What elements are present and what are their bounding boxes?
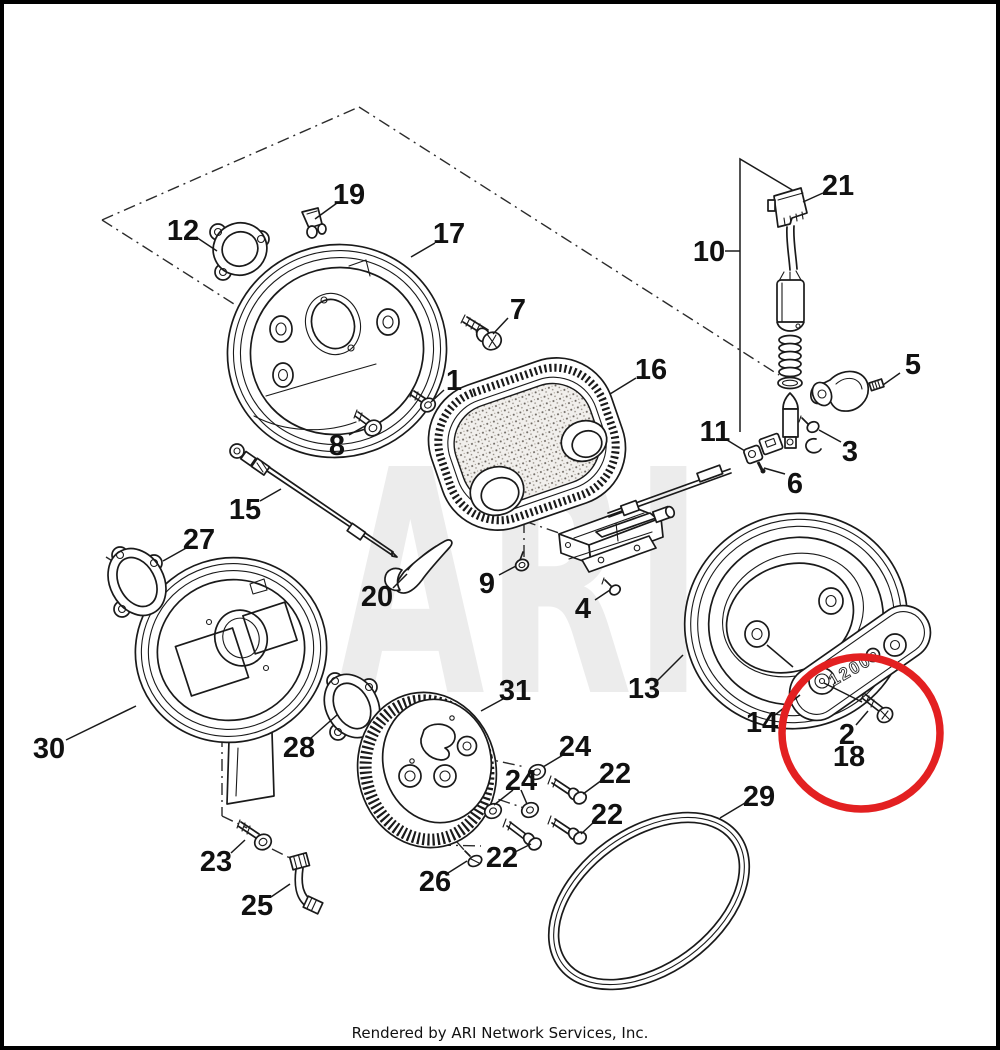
callout-17: 17 <box>433 218 465 250</box>
screw-26 <box>464 850 483 868</box>
callout-14: 14 <box>746 707 778 739</box>
washers-24 <box>483 763 547 820</box>
clamp-11 <box>743 432 784 465</box>
filter-element-16 <box>427 357 627 531</box>
highlight-circle <box>778 653 944 813</box>
gasket-12 <box>209 221 270 281</box>
callout-7: 7 <box>510 294 526 326</box>
callout-24a: 24 <box>559 731 591 763</box>
footer-credit: Rendered by ARI Network Services, Inc. <box>351 1024 649 1042</box>
callout-11: 11 <box>700 416 731 448</box>
screw-6 <box>756 461 766 474</box>
backplate-30 <box>134 556 328 805</box>
callout-13: 13 <box>628 673 660 705</box>
screw-8 <box>353 409 383 437</box>
breather-25 <box>288 852 324 915</box>
callout-25: 25 <box>241 890 273 922</box>
callout-9: 9 <box>479 568 495 600</box>
screw-2-18 <box>860 692 894 724</box>
callout-22a: 22 <box>599 758 631 790</box>
callout-labels: 19 12 17 21 10 7 5 1 16 8 3 11 6 15 27 9… <box>33 170 921 922</box>
callout-12: 12 <box>167 215 199 247</box>
retainer-strip <box>581 535 657 573</box>
callout-16: 16 <box>635 354 667 386</box>
callout-23: 23 <box>200 846 232 878</box>
callout-3: 3 <box>842 436 858 468</box>
bracket-line-10 <box>725 157 800 432</box>
callout-20: 20 <box>361 581 393 613</box>
parts-diagram: ARI <box>33 106 944 991</box>
callout-30: 30 <box>33 733 65 765</box>
callout-28: 28 <box>283 732 315 764</box>
callout-4: 4 <box>575 593 591 625</box>
bracket-20 <box>384 539 453 594</box>
screw-3 <box>798 415 822 454</box>
gasket-27 <box>107 546 167 618</box>
callout-10: 10 <box>693 236 725 268</box>
gasket-28 <box>323 672 381 741</box>
callout-22c: 22 <box>486 842 518 874</box>
callout-26: 26 <box>419 866 451 898</box>
callout-22b: 22 <box>591 799 623 831</box>
bolt-7 <box>460 314 503 351</box>
backplate-17 <box>226 243 448 459</box>
callout-27: 27 <box>183 524 215 556</box>
callout-19: 19 <box>333 179 365 211</box>
enrichener-cable-rod <box>607 464 732 518</box>
alignment-lines <box>766 644 863 703</box>
callout-24b: 24 <box>505 765 537 797</box>
p-clamp <box>810 370 869 412</box>
set-screw-5 <box>868 378 885 392</box>
callout-15: 15 <box>229 494 261 526</box>
filter-element-31 <box>356 691 498 849</box>
callout-21: 21 <box>822 170 854 202</box>
fitting-19 <box>301 207 327 239</box>
screw-9 <box>514 551 530 572</box>
leader-lines <box>65 192 901 898</box>
callout-29: 29 <box>743 781 775 813</box>
bolts-22 <box>502 775 588 851</box>
callout-6: 6 <box>787 468 803 500</box>
seal-ring-29 <box>547 811 751 991</box>
callout-2: 2 <box>839 719 855 751</box>
screw-23 <box>236 819 273 851</box>
callout-5: 5 <box>905 349 921 381</box>
callout-31: 31 <box>499 675 531 707</box>
enrichener-21 <box>767 187 808 449</box>
callout-1: 1 <box>446 365 462 397</box>
screw-4 <box>601 577 622 596</box>
cable-15 <box>229 443 398 558</box>
callout-8: 8 <box>329 430 345 462</box>
callout-18: 18 <box>833 741 865 773</box>
